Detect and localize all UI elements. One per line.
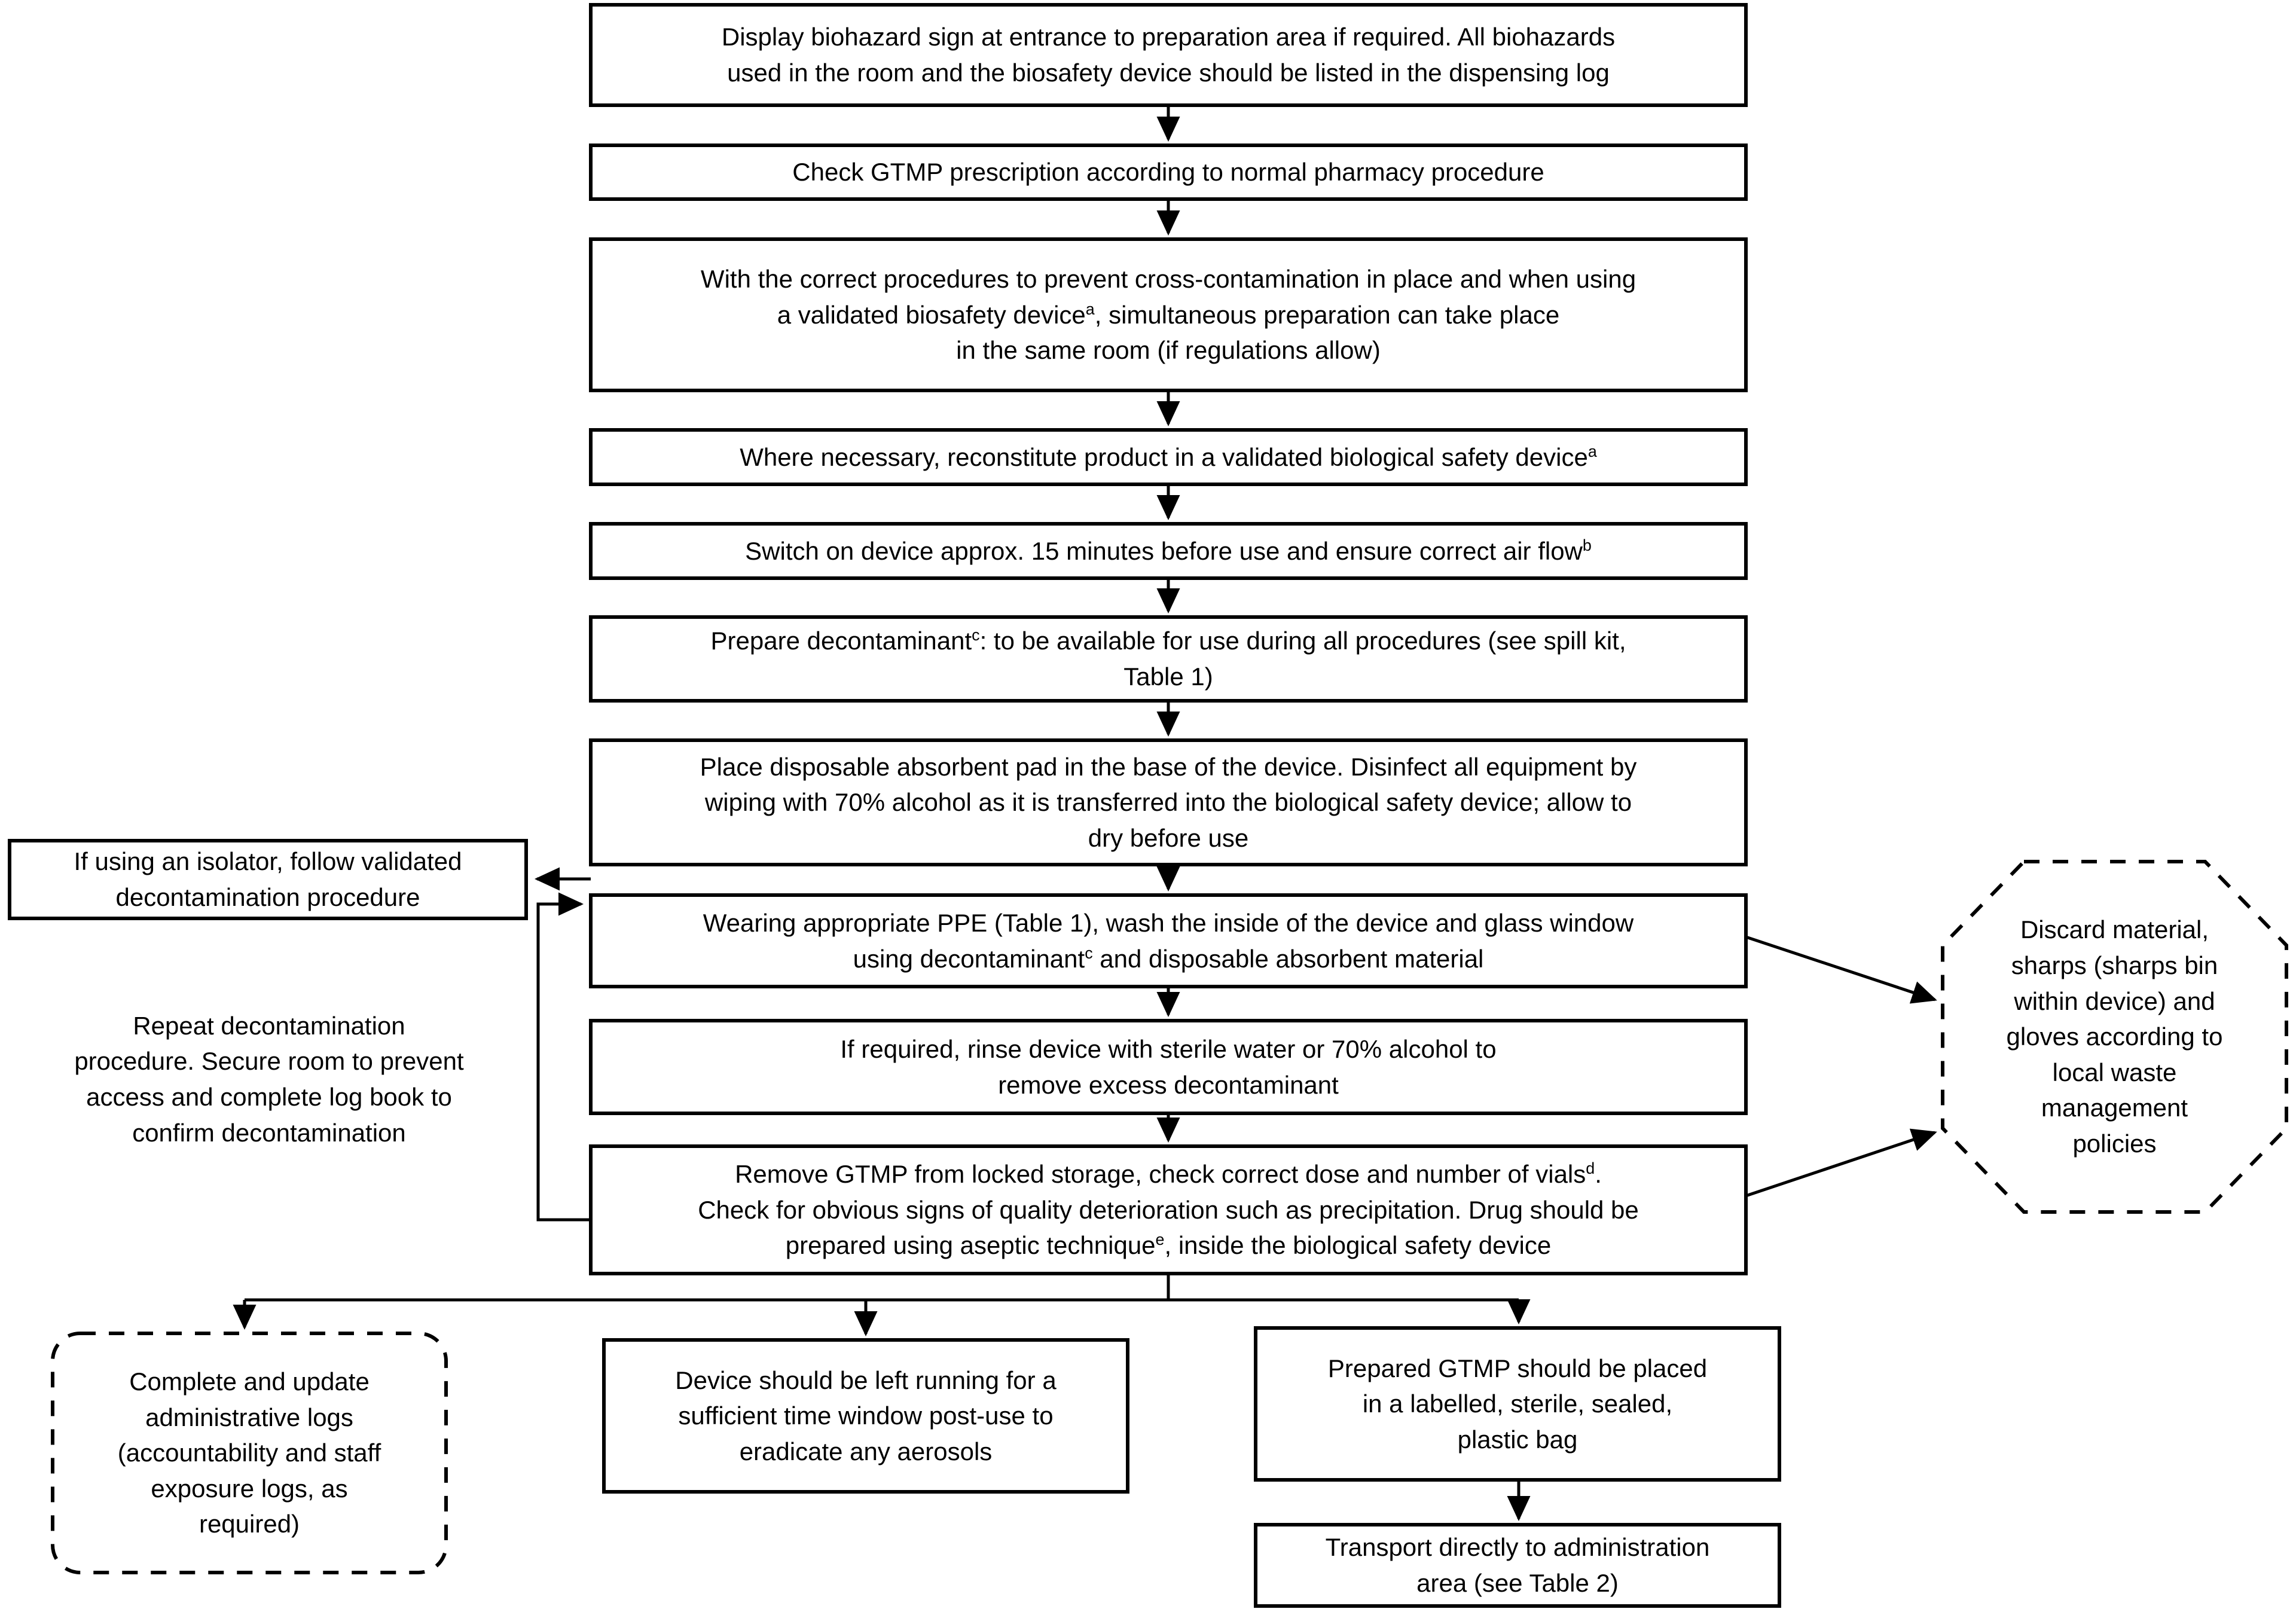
node-shape-remove-gtmp (589, 1144, 1748, 1275)
node-shape-wear-ppe (589, 893, 1748, 988)
node-shape-rinse-device (589, 1019, 1748, 1115)
node-shape-reconstitute (589, 428, 1748, 486)
node-shape-prepare-decontaminant (589, 615, 1748, 703)
node-shape-switch-on-device (589, 522, 1748, 580)
edge-removegtmp-loop-to-ppe (536, 892, 591, 1222)
node-shape-admin-logs (51, 1332, 448, 1574)
node-shape-absorbent-pad (589, 738, 1748, 866)
node-shape-biohazard-sign (589, 3, 1748, 107)
node-shape-prepared-gtmp-bag (1254, 1326, 1781, 1482)
node-shape-isolator-note (8, 839, 528, 920)
node-shape-device-running (602, 1338, 1129, 1494)
edge-ppe-to-discard (1745, 935, 1937, 1004)
node-text-line: procedure. Secure room to prevent (74, 1047, 464, 1076)
node-shape-transport (1254, 1523, 1781, 1608)
node-text-line: Repeat decontamination (133, 1011, 405, 1040)
edge-removegtmp-to-discard (1745, 1128, 1937, 1198)
node-shape-check-prescription (589, 144, 1748, 201)
node-text-line: confirm decontamination (132, 1118, 406, 1147)
node-text-line: access and complete log book to (86, 1083, 452, 1111)
node-shape-discard-material (1941, 860, 2288, 1214)
node-repeat-decontamination: Repeat decontamination procedure. Secure … (24, 993, 514, 1166)
node-shape-cross-contamination (589, 237, 1748, 392)
